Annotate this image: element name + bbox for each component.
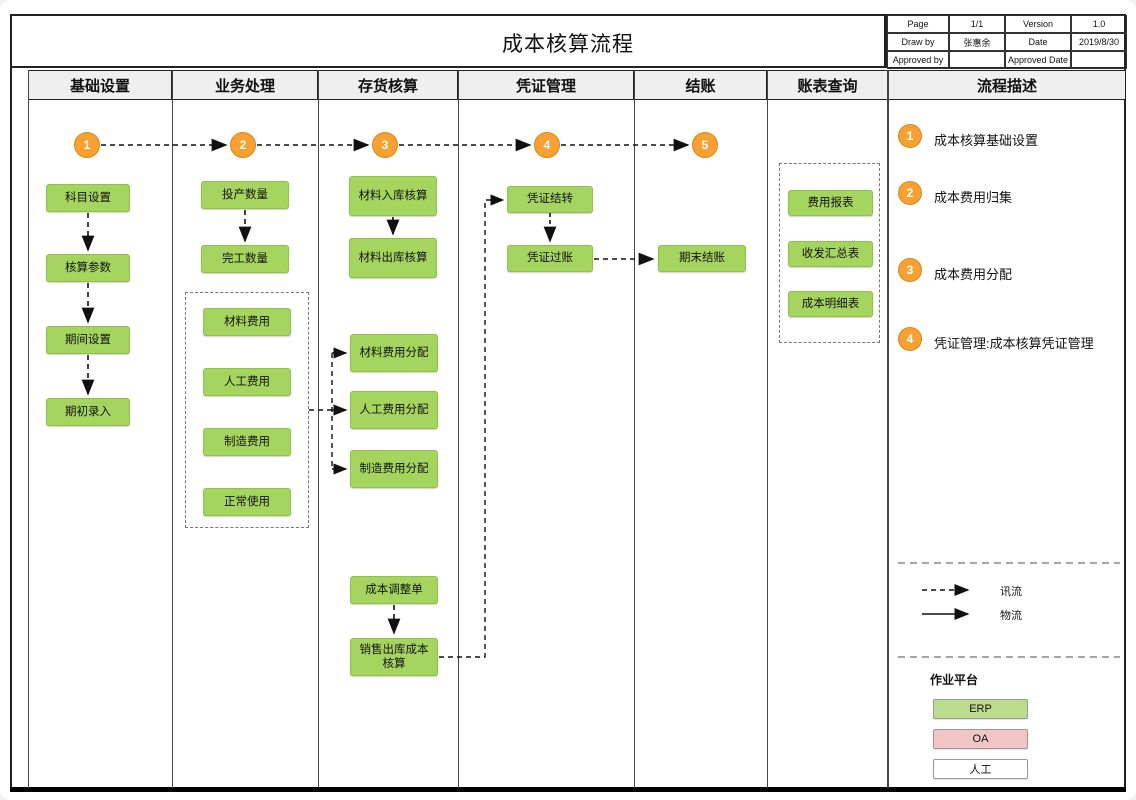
- lane-header-basic-setup: 基础设置: [28, 70, 172, 100]
- lane-header-business: 业务处理: [172, 70, 318, 100]
- lane-header-voucher: 凭证管理: [458, 70, 634, 100]
- node-labor-cost-alloc: 人工费用分配: [350, 391, 438, 429]
- info-cell: [1071, 51, 1127, 69]
- report-group-box: [779, 163, 880, 343]
- node-sales-outbound-cost: 销售出库成本核算: [350, 638, 438, 676]
- node-inout-summary: 收发汇总表: [788, 241, 873, 267]
- node-labor-cost: 人工费用: [203, 368, 291, 396]
- step-circle-4: 4: [534, 132, 560, 158]
- node-material-cost: 材料费用: [203, 308, 291, 336]
- lane-divider: [458, 70, 459, 788]
- desc-circle-1: 1: [898, 124, 922, 148]
- node-cost-detail: 成本明细表: [788, 291, 873, 317]
- node-accounting-params: 核算参数: [46, 254, 130, 282]
- info-cell: 2019/8/30: [1071, 33, 1127, 51]
- info-cell: Date: [1005, 33, 1071, 51]
- info-cell: Draw by: [887, 33, 949, 51]
- node-account-setup: 科目设置: [46, 184, 130, 212]
- info-cell: Version: [1005, 15, 1071, 33]
- legend-dashed-label: 讯流: [1000, 586, 1022, 598]
- platform-erp-swatch: ERP: [933, 699, 1028, 719]
- lane-divider: [318, 70, 319, 788]
- lane-header-inventory: 存货核算: [318, 70, 458, 100]
- lane-divider: [767, 70, 768, 788]
- desc-circle-3: 3: [898, 258, 922, 282]
- node-material-inbound: 材料入库核算: [349, 176, 437, 216]
- node-period-end-closing: 期末结账: [658, 245, 746, 272]
- node-completed-qty: 完工数量: [201, 245, 289, 273]
- step-circle-1: 1: [74, 132, 100, 158]
- border-right: [1124, 14, 1126, 790]
- node-opening-entry: 期初录入: [46, 398, 130, 426]
- node-manufacturing-cost: 制造费用: [203, 428, 291, 456]
- desc-text-1: 成本核算基础设置: [934, 133, 1039, 148]
- info-cell: 1/1: [949, 15, 1005, 33]
- node-mfg-cost-alloc: 制造费用分配: [350, 450, 438, 488]
- platform-oa-swatch: OA: [933, 729, 1028, 749]
- node-voucher-posting: 凭证过账: [507, 245, 593, 272]
- expense-group-box: [185, 292, 309, 528]
- platform-manual-swatch: 人工: [933, 759, 1028, 779]
- lane-divider: [28, 70, 29, 788]
- info-cell: 张惠余: [949, 33, 1005, 51]
- desc-text-3: 成本费用分配: [934, 267, 1013, 282]
- info-cell: [949, 51, 1005, 69]
- lane-header-description: 流程描述: [888, 70, 1126, 100]
- info-cell: Page: [887, 15, 949, 33]
- border-left: [10, 14, 12, 790]
- title-band: [10, 14, 886, 68]
- page-title: 成本核算流程: [502, 33, 634, 56]
- node-normal-use: 正常使用: [203, 488, 291, 516]
- info-cell: Approved Date: [1005, 51, 1071, 69]
- node-material-outbound: 材料出库核算: [349, 238, 437, 278]
- lane-header-closing: 结账: [634, 70, 767, 100]
- node-cost-adjustment: 成本调整单: [350, 576, 438, 604]
- node-period-setup: 期间设置: [46, 326, 130, 354]
- node-production-qty: 投产数量: [201, 181, 289, 209]
- lane-divider: [172, 70, 173, 788]
- border-bottom: [10, 787, 1126, 792]
- lane-divider: [887, 70, 889, 788]
- desc-circle-2: 2: [898, 181, 922, 205]
- desc-text-4: 凭证管理:成本核算凭证管理: [934, 336, 1094, 351]
- lane-header-report-query: 账表查询: [767, 70, 888, 100]
- node-expense-report: 费用报表: [788, 190, 873, 216]
- info-cell: Approved by: [887, 51, 949, 69]
- step-circle-5: 5: [692, 132, 718, 158]
- node-material-cost-alloc: 材料费用分配: [350, 334, 438, 372]
- legend-solid-label: 物流: [1000, 610, 1022, 622]
- node-voucher-transfer: 凭证结转: [507, 186, 593, 213]
- step-circle-3: 3: [372, 132, 398, 158]
- step-circle-2: 2: [230, 132, 256, 158]
- desc-text-2: 成本费用归集: [934, 190, 1013, 205]
- platform-legend-title: 作业平台: [930, 673, 979, 687]
- document-info-table: Page 1/1 Version 1.0 Draw by 张惠余 Date 20…: [886, 14, 1127, 69]
- info-cell: 1.0: [1071, 15, 1127, 33]
- desc-circle-4: 4: [898, 327, 922, 351]
- lane-divider: [634, 70, 635, 788]
